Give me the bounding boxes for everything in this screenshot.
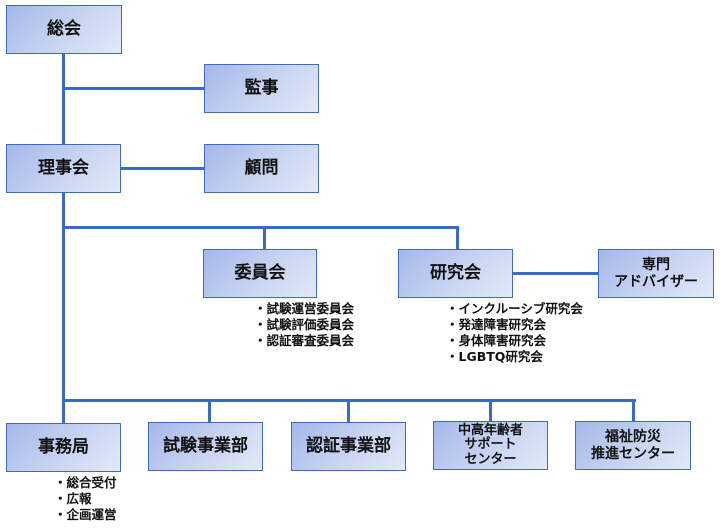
research-list: インクルーシブ研究会 発達障害研究会 身体障害研究会 LGBTQ研究会 <box>446 301 583 365</box>
node-secretariat: 事務局 <box>6 423 121 472</box>
node-welfare-center: 福祉防災 推進センター <box>575 421 691 470</box>
connector-auditor <box>62 87 204 90</box>
committee-list: 試験運営委員会 試験評価委員会 認証審査委員会 <box>254 301 355 349</box>
node-senior-support: 中高年齢者 サポート センター <box>433 421 548 470</box>
node-cert-dept: 認証事業部 <box>291 422 406 471</box>
connector-mid-horizontal <box>62 226 459 229</box>
connector-research <box>456 228 459 249</box>
list-item: 広報 <box>54 491 117 507</box>
list-item: 企画運営 <box>54 507 117 523</box>
connector-cert <box>347 399 350 423</box>
connector-committee <box>263 226 266 249</box>
list-item: 試験評価委員会 <box>254 317 355 333</box>
node-expert-advisor: 専門 アドバイザー <box>598 249 714 298</box>
connector-expert <box>513 272 598 275</box>
connector-assembly-board <box>62 54 65 144</box>
list-item: 身体障害研究会 <box>446 333 583 349</box>
list-item: 総合受付 <box>54 475 117 491</box>
connector-exam <box>208 399 211 423</box>
list-item: 試験運営委員会 <box>254 301 355 317</box>
list-item: インクルーシブ研究会 <box>446 301 583 317</box>
node-exam-dept: 試験事業部 <box>148 422 263 471</box>
list-item: 発達障害研究会 <box>446 317 583 333</box>
secretariat-list: 総合受付 広報 企画運営 <box>54 475 117 523</box>
node-committee: 委員会 <box>203 249 317 298</box>
node-board: 理事会 <box>6 144 121 193</box>
connector-senior <box>489 399 492 421</box>
connector-welfare <box>632 399 635 421</box>
node-general-assembly: 総会 <box>6 5 122 54</box>
connector-board-main <box>62 193 65 423</box>
list-item: LGBTQ研究会 <box>446 349 583 365</box>
list-item: 認証審査委員会 <box>254 333 355 349</box>
connector-advisor <box>121 167 204 170</box>
node-auditor: 監事 <box>204 64 319 113</box>
node-advisor: 顧問 <box>204 144 319 193</box>
node-research: 研究会 <box>398 249 513 298</box>
